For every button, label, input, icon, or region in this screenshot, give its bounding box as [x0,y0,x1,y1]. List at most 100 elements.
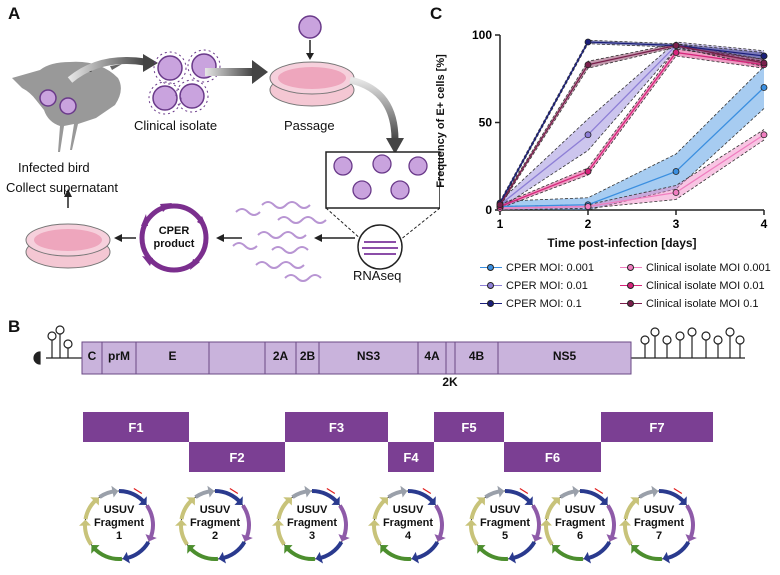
x-axis-title: Time post-infection [days] [547,236,697,250]
plasmid-segment [317,540,344,561]
plasmid-arrowhead [476,497,486,506]
dna-fragments-icon [232,201,327,282]
x-tick-label: 4 [761,217,768,231]
primer-mark [229,487,239,494]
petri-dish-icon [25,189,111,269]
rnaseq-label: RNAseq [353,268,402,283]
segment-e: E [168,349,177,363]
plasmid-arrowhead [552,544,561,554]
clinical-isolate-label: Clinical isolate [134,118,218,133]
fragment-bars [83,412,713,472]
band-upper-1 [499,41,765,202]
segment-prm: prM [108,349,130,363]
data-point [672,42,680,49]
legend-label: CPER MOI: 0.01 [506,280,588,292]
band-upper-5 [499,43,765,204]
plasmid-segment [585,540,612,561]
petri-dish-icon [269,15,355,107]
band-lower-3 [499,139,765,211]
plasmid-arrowhead [283,497,293,506]
primer-mark [673,487,683,494]
panel-c-label: C [430,4,443,23]
plasmid-arrowhead [497,485,505,498]
data-point [672,49,680,56]
passage-label: Passage [284,118,335,133]
y-tick-label: 0 [485,203,492,217]
plasmid-arrowhead [583,551,592,564]
infected-bird-label: Infected bird [18,160,90,175]
plasmid-arrowhead [304,485,312,498]
arrow-icon [205,68,253,76]
plasmid-arrowhead [122,551,131,564]
fragment-label-f2: F2 [229,450,245,465]
series-band-5 [500,43,764,207]
cper-product-label: CPER product [153,225,195,250]
legend-label: Clinical isolate MOI 0.01 [646,280,765,292]
segment-4a: 4A [424,349,440,363]
legend-swatch [620,280,642,292]
legend-swatch [620,298,642,310]
x-tick-label: 3 [673,217,680,231]
plasmid-arrowhead [678,496,687,506]
plasmid-arrowhead [599,496,608,506]
primer-mark [519,487,529,494]
band-lower-1 [499,48,765,209]
plasmid-segment [284,545,316,561]
collect-supernatant-label: Collect supernatant [6,180,119,195]
plasmid-arrowhead [315,551,324,564]
genome-bar [81,341,632,375]
plasmid-segment [552,545,584,561]
fragment-label-f1: F1 [128,420,144,435]
series-line-5 [499,44,765,206]
plasmid-arrowhead [400,485,408,498]
fragment-label-f3: F3 [328,420,345,435]
plasmid-arrowhead [572,485,580,498]
data-point [584,38,592,46]
plasmid-arrowhead [651,485,659,498]
plasmid-arrowhead [662,551,671,564]
band-upper-4 [499,48,765,206]
plasmid-segment [124,540,151,561]
plasmid-arrowhead [540,519,553,526]
plasmid-arrowhead [79,519,92,526]
plasmid-arrowhead [411,551,420,564]
legend-item: Clinical isolate MOI 0.1 [620,298,759,310]
cper-circle-icon [139,203,209,273]
fragment-label-f4: F4 [403,450,419,465]
plasmid-segment [664,540,691,561]
band-lower-5 [499,46,765,207]
plasmid-arrowhead [477,544,486,554]
band-upper-0 [499,66,765,202]
plasmid-arrowhead [218,551,227,564]
legend-item: Clinical isolate MOI 0.001 [620,262,771,274]
panel-a-diagram [12,15,440,282]
legend-swatch [480,262,502,274]
panel-b-label: B [8,317,21,336]
plasmid-arrowhead [427,496,436,506]
fragment-label-f5: F5 [461,420,477,435]
plasmid-arrowhead [465,519,478,526]
segment-ns5: NS5 [552,349,577,363]
three-prime-utr-icon [631,327,745,359]
plasmid-segment [91,545,123,561]
segment-c: C [87,349,97,363]
y-tick-label: 50 [479,116,493,130]
plasmid-arrowhead [187,544,196,554]
series-line-3 [499,134,765,209]
series-line-2 [499,41,765,204]
plasmid-arrowhead [241,534,253,542]
plasmid-segment [477,545,509,561]
legend-label: CPER MOI: 0.1 [506,298,582,310]
plasmid-arrowhead [685,534,697,542]
data-point [584,131,592,139]
virus-icon [39,89,77,115]
plasmid-arrowhead [508,551,517,564]
legend-swatch [480,280,502,292]
data-point [760,131,768,139]
plasmid-arrowhead [619,519,632,526]
